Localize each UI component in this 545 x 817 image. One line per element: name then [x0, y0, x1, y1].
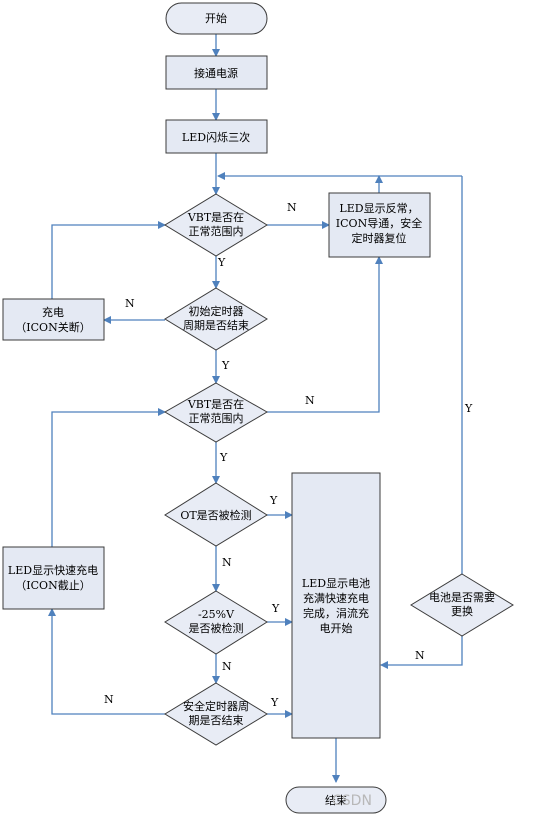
init-timer-node: 初始定时器 周期是否结束: [164, 287, 268, 351]
edge-safety-fast: [48, 608, 165, 715]
edges: [48, 34, 463, 783]
led-abnormal-node: LED显示反常， ICON导通，安全 定时器复位: [328, 192, 431, 258]
led-flash-node: LED闪烁三次: [165, 119, 268, 154]
label-vbt1-y: Y: [217, 256, 226, 269]
end-label: 结束: [325, 794, 347, 807]
battery-replace-line-1: 电池是否需要: [429, 591, 495, 604]
battery-replace-line-2: 更换: [451, 604, 473, 618]
led-abnormal-line-2: ICON导通，安全: [336, 216, 422, 230]
safety-timer-line-1: 安全定时器周: [183, 699, 249, 713]
end-node: 结束: [285, 786, 387, 814]
safety-timer-line-2: 期是否结束: [189, 714, 244, 727]
label-battery-n: N: [415, 649, 425, 662]
dv-check-line-1: -25%V: [198, 608, 235, 621]
fast-charge-node: LED显示快速充电 （ICON截止）: [2, 546, 105, 610]
edge-fast-vbt2: [51, 408, 166, 547]
full-charge-node: LED显示电池 充满快速充电 完成，涓流充 电开始: [291, 472, 381, 739]
vbt-check-2-node: VBT是否在 正常范围内: [164, 382, 268, 443]
init-timer-line-1: 初始定时器: [189, 304, 244, 318]
label-vbt1-n: N: [287, 201, 297, 214]
vbt-check-1-node: VBT是否在 正常范围内: [164, 193, 268, 257]
charge-line-1: 充电: [42, 305, 64, 319]
full-charge-line-1: LED显示电池: [302, 577, 370, 590]
charge-node: 充电 （ICON关断）: [2, 298, 105, 341]
full-charge-line-4: 电开始: [320, 621, 353, 635]
start-node: 开始: [165, 2, 268, 35]
edge-labels: N Y N Y N Y Y N Y N Y N Y N: [104, 201, 473, 709]
label-init-y: Y: [221, 359, 230, 372]
edge-charge-vbt1: [51, 221, 166, 299]
dv-check-line-2: 是否被检测: [189, 621, 244, 635]
label-dv-n: N: [222, 660, 232, 673]
start-label: 开始: [205, 11, 227, 25]
label-vbt2-y: Y: [219, 451, 228, 464]
ot-check-label: OT是否被检测: [180, 508, 251, 522]
label-safety-n: N: [104, 693, 114, 706]
safety-timer-node: 安全定时器周 期是否结束: [164, 682, 268, 746]
label-safety-y: Y: [270, 696, 279, 709]
vbt-check-1-line-1: VBT是否在: [187, 211, 244, 224]
full-charge-line-3: 完成，涓流充: [303, 606, 369, 620]
label-battery-y: Y: [464, 402, 473, 415]
led-flash-label: LED闪烁三次: [182, 130, 250, 144]
power-on-node: 接通电源: [165, 55, 268, 90]
charge-line-2: （ICON关断）: [15, 320, 90, 334]
label-ot-y: Y: [269, 494, 278, 507]
vbt-check-2-line-2: 正常范围内: [189, 411, 244, 425]
vbt-check-1-line-2: 正常范围内: [189, 224, 244, 238]
battery-replace-node: 电池是否需要 更换: [410, 573, 514, 637]
led-abnormal-line-1: LED显示反常，: [339, 202, 418, 215]
edge-vbt2-abnormal: [267, 256, 383, 413]
vbt-check-2-line-1: VBT是否在: [187, 398, 244, 411]
label-init-n: N: [125, 297, 135, 310]
label-dv-y: Y: [271, 602, 280, 615]
dv-check-node: -25%V 是否被检测: [164, 590, 268, 655]
fast-charge-line-2: （ICON截止）: [15, 578, 90, 592]
power-on-label: 接通电源: [194, 66, 238, 80]
edge-battery-full: [380, 636, 463, 669]
ot-check-node: OT是否被检测: [164, 482, 268, 547]
led-abnormal-line-3: 定时器复位: [352, 231, 407, 245]
full-charge-line-2: 充满快速充电: [303, 591, 369, 605]
init-timer-line-2: 周期是否结束: [183, 319, 249, 332]
label-vbt2-n: N: [305, 394, 315, 407]
watermark: CSDN: [332, 793, 372, 809]
label-ot-n: N: [222, 556, 232, 569]
fast-charge-line-1: LED显示快速充电: [8, 563, 98, 577]
